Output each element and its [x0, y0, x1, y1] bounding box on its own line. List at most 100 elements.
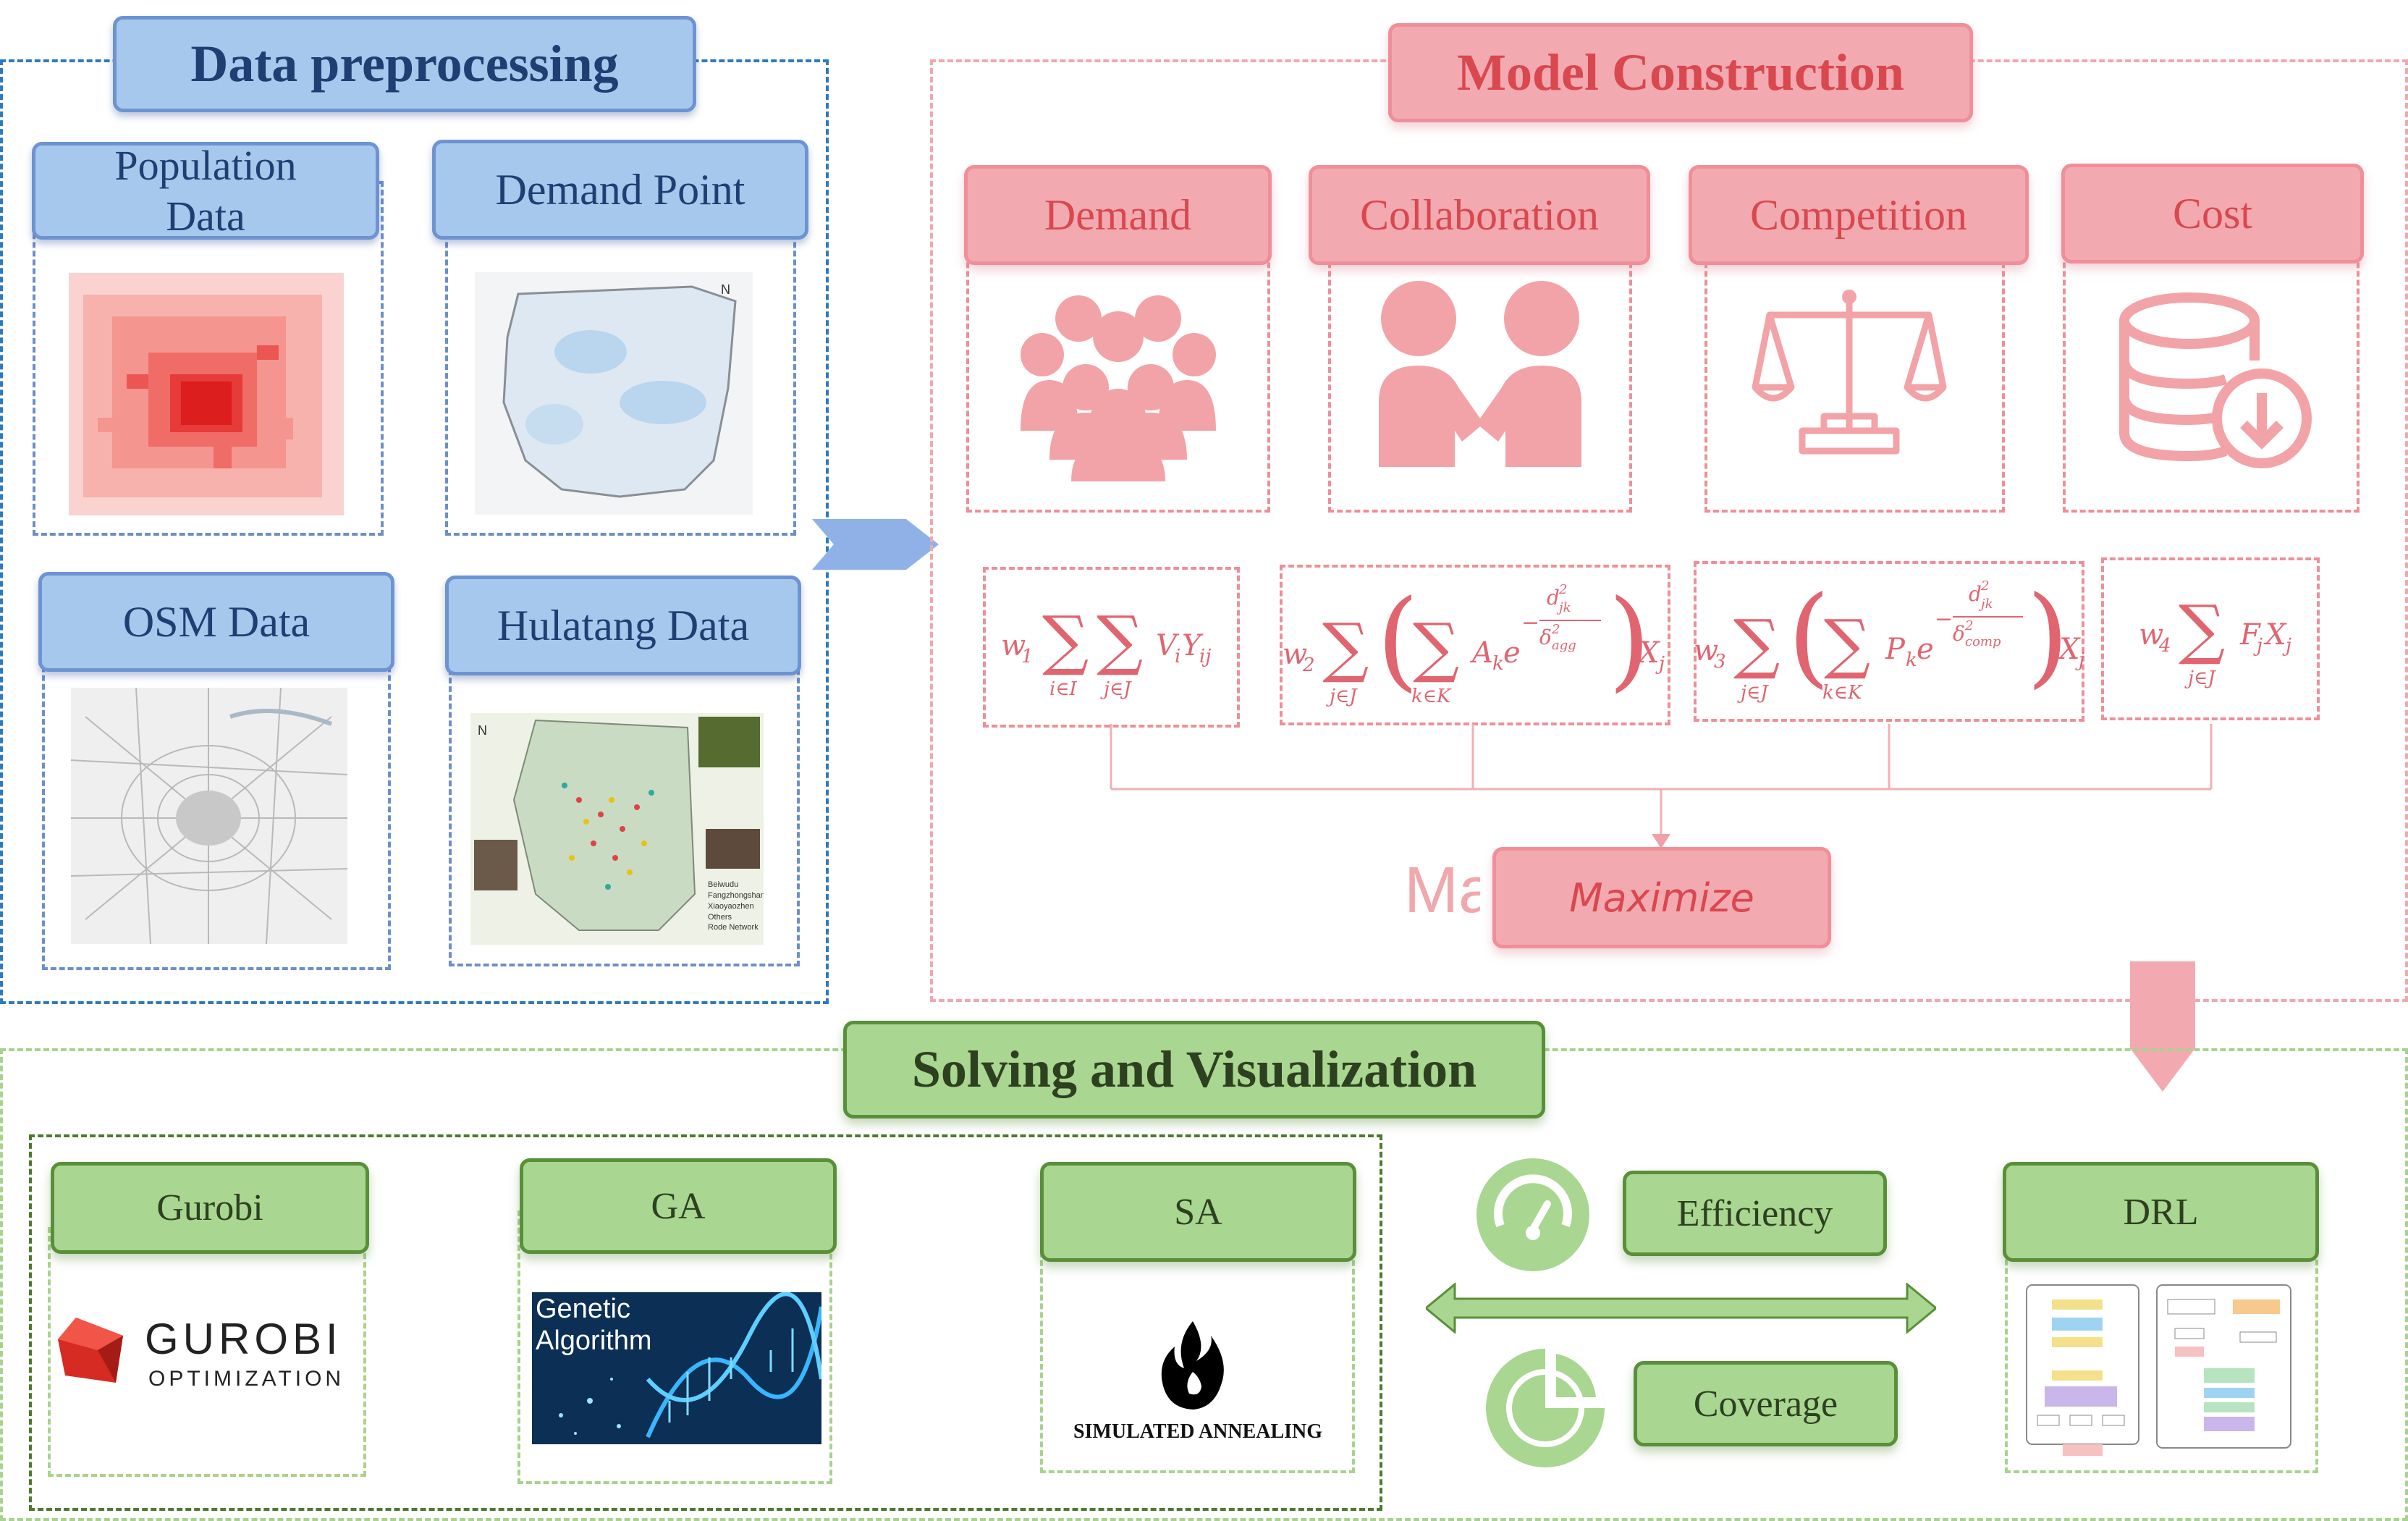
svg-text:w: w [1283, 638, 1307, 671]
svg-text:N: N [478, 723, 487, 738]
people-group-icon [1021, 295, 1216, 481]
hulatang-legend: Beiwudu Fangzhongshan Xiaoyaozhen Others… [708, 880, 764, 932]
svg-text:j∈J: j∈J [2184, 667, 2216, 689]
right-arrow-icon [812, 519, 939, 570]
svg-text:∑: ∑ [2179, 591, 2225, 667]
svg-text:e: e [1917, 633, 1934, 666]
competition-formula-panel [1694, 561, 2084, 722]
svg-text:jk: jk [1978, 597, 1993, 612]
svg-text:d: d [1547, 586, 1560, 610]
balance-scale-icon [1752, 290, 1947, 455]
svg-text:X: X [1636, 636, 1660, 670]
coverage-box: Coverage [1634, 1361, 1898, 1446]
svg-text:d: d [1969, 582, 1982, 606]
svg-text:w: w [1694, 634, 1718, 667]
svg-text:j∈J: j∈J [1326, 686, 1358, 707]
svg-text:4: 4 [2158, 635, 2171, 657]
svg-text:X: X [2057, 633, 2081, 666]
solvers-group [29, 1134, 1382, 1511]
demand-formula: w1 ∑ i∈I ∑ j∈J Vi Yij [1001, 602, 1211, 700]
gurobi-box: Gurobi [51, 1162, 369, 1254]
formula-connector-lines [1110, 724, 2213, 848]
svg-text:ij: ij [1199, 646, 1211, 667]
population-heatmap-image [69, 273, 344, 515]
svg-text:(: ( [1788, 573, 1830, 699]
svg-text:∑: ∑ [1322, 610, 1369, 686]
gurobi-logo: GUROBI OPTIMIZATION [54, 1310, 344, 1397]
demand-point-box: Demand Point [432, 140, 808, 240]
solving-title: Solving and Visualization [843, 1021, 1545, 1118]
ga-box: GA [520, 1158, 837, 1254]
down-arrow-icon [2130, 961, 2195, 1092]
demand-point-map-image: N [475, 272, 753, 515]
svg-text:X: X [2263, 618, 2287, 652]
svg-text:δ: δ [1539, 625, 1552, 649]
svg-text:∑: ∑ [1042, 602, 1089, 678]
population-data-box: Population Data [32, 142, 379, 240]
cost-box: Cost [2061, 164, 2364, 264]
max-logo: Max [1404, 858, 1480, 927]
svg-text:k∈K: k∈K [1411, 686, 1452, 707]
svg-text:i: i [1175, 646, 1180, 667]
cost-formula-panel [2101, 557, 2320, 720]
gurobi-cube-icon [58, 1318, 123, 1383]
gurobi-logo-text: GUROBI [145, 1315, 342, 1363]
svg-text:V: V [1156, 629, 1180, 662]
svg-text:−: − [1521, 610, 1539, 636]
svg-text:1: 1 [1021, 646, 1034, 667]
hulatang-map-image: N Beiwudu Fangzhongshan Xiaoyaozhen Othe… [470, 713, 764, 945]
svg-text:∑: ∑ [1824, 606, 1870, 682]
svg-text:3: 3 [1714, 651, 1726, 673]
genetic-algorithm-image: Genetic Algorithm [532, 1292, 821, 1444]
svg-text:comp: comp [1965, 634, 2001, 649]
speedometer-icon [1477, 1158, 1589, 1271]
ga-image-text: Genetic Algorithm [536, 1294, 652, 1356]
handshake-people-icon [1379, 281, 1581, 467]
collaboration-box: Collaboration [1309, 165, 1650, 265]
drl-architecture-diagram [2026, 1284, 2291, 1456]
data-preprocessing-title: Data preprocessing [113, 16, 696, 112]
svg-text:2: 2 [1558, 582, 1567, 597]
svg-text:): ) [1608, 577, 1651, 703]
svg-text:N: N [721, 282, 730, 297]
svg-text:2: 2 [1551, 622, 1560, 637]
svg-text:Y: Y [1182, 629, 1204, 662]
svg-text:jk: jk [1556, 600, 1571, 615]
svg-text:∑: ∑ [1733, 606, 1780, 682]
svg-text:k: k [1492, 653, 1504, 675]
svg-text:Max: Max [1404, 858, 1480, 927]
svg-text:2: 2 [1964, 618, 1973, 633]
gurobi-logo-subtext: OPTIMIZATION [148, 1367, 345, 1391]
sa-image-text: SIMULATED ANNEALING [1073, 1420, 1323, 1443]
svg-text:−: − [1935, 607, 1953, 632]
drl-box: DRL [2003, 1162, 2319, 1262]
svg-text:δ: δ [1953, 622, 1965, 646]
svg-text:j∈J: j∈J [1100, 678, 1132, 700]
svg-text:(: ( [1377, 577, 1419, 703]
flame-icon [1161, 1321, 1224, 1410]
pie-chart-icon [1486, 1349, 1605, 1467]
demand-box: Demand [964, 165, 1272, 265]
maximize-box: Maximize [1492, 847, 1831, 948]
svg-text:j∈J: j∈J [1737, 682, 1769, 704]
database-download-icon [2119, 292, 2312, 468]
model-construction-title: Model Construction [1388, 23, 1973, 122]
svg-text:∑: ∑ [1413, 610, 1459, 686]
sa-box: SA [1040, 1162, 1356, 1262]
svg-text:k∈K: k∈K [1822, 682, 1863, 704]
svg-text:∑: ∑ [1097, 602, 1143, 678]
svg-text:agg: agg [1552, 638, 1576, 653]
double-arrow-icon [1426, 1283, 1936, 1333]
osm-data-box: OSM Data [38, 572, 394, 672]
svg-text:w: w [1001, 629, 1026, 662]
svg-text:2: 2 [1302, 654, 1315, 676]
svg-text:A: A [1469, 636, 1493, 670]
svg-text:e: e [1503, 636, 1521, 670]
svg-text:F: F [2239, 618, 2261, 652]
competition-box: Competition [1689, 165, 2029, 265]
efficiency-box: Efficiency [1623, 1171, 1887, 1256]
svg-text:P: P [1885, 633, 1906, 666]
